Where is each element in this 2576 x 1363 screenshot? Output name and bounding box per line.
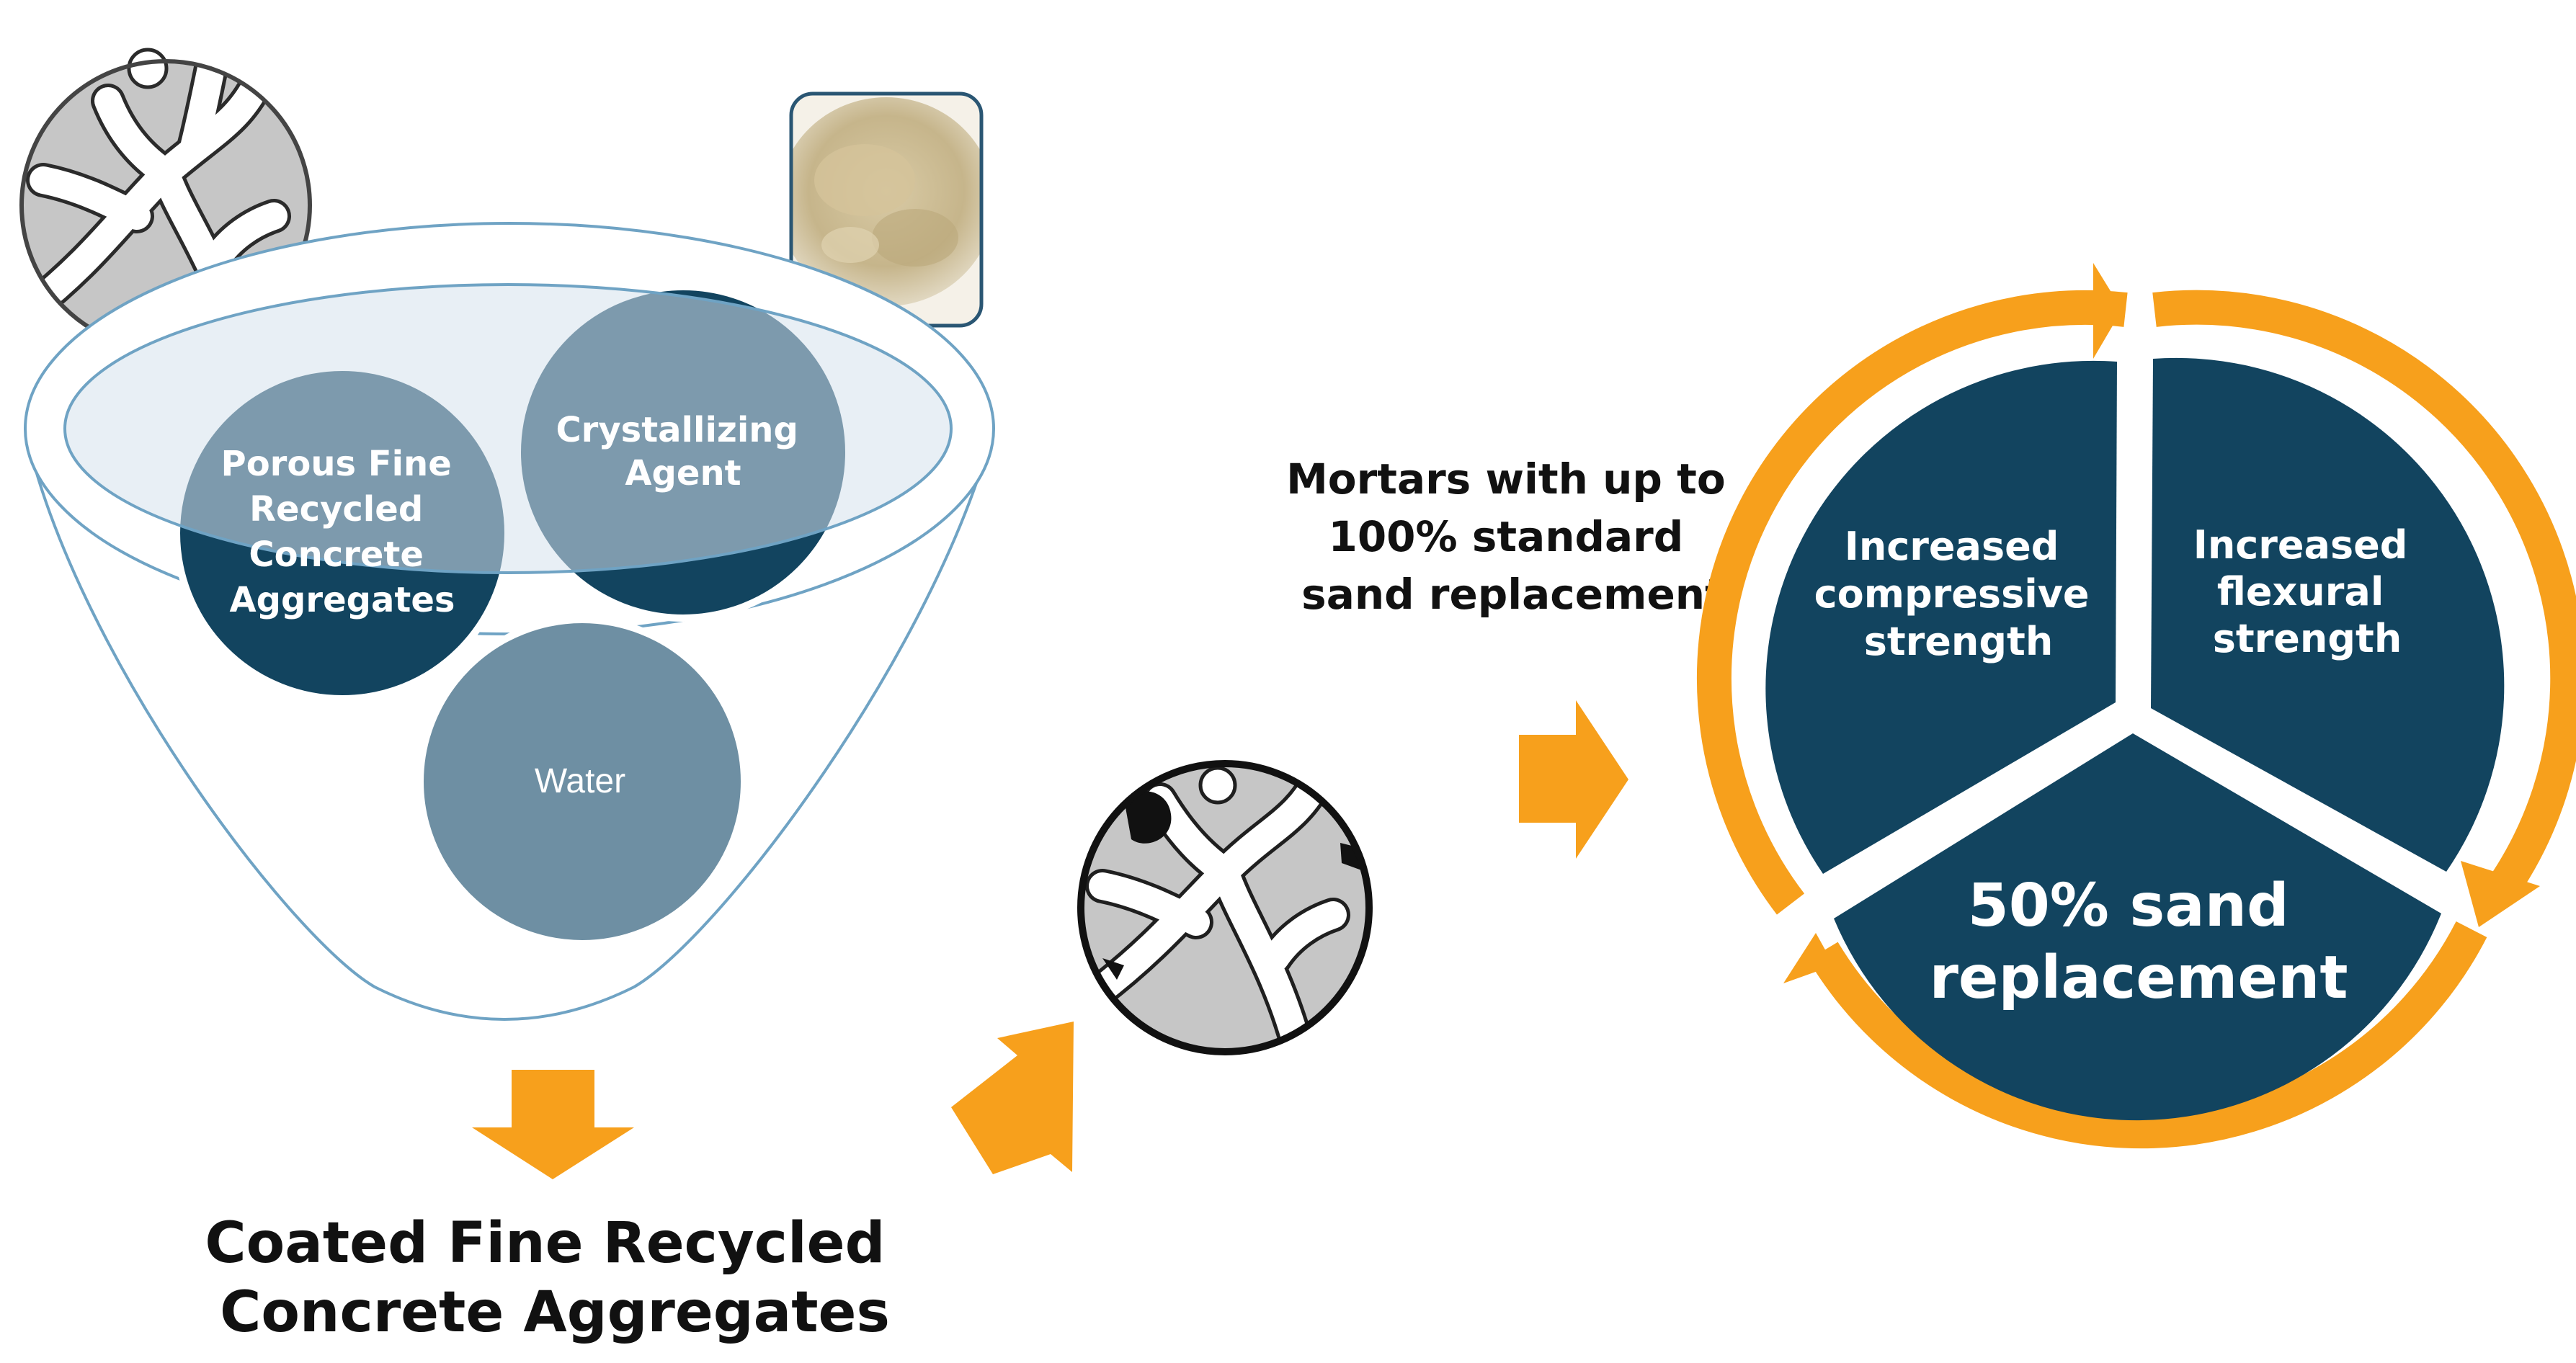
segment-flexural	[2151, 357, 2505, 872]
water-circle	[416, 616, 748, 947]
cycle-arc-right	[2152, 290, 2576, 896]
rca-label-line-1: Porous Fine	[221, 444, 452, 484]
compressive-label-line-2: compressive	[1814, 571, 2090, 617]
crystallizing-agent-powder-image	[789, 91, 984, 328]
coated-label-line-1: Coated Fine Recycled	[205, 1211, 885, 1276]
rca-circle-label: Porous Fine Recycled Concrete Aggregates	[221, 444, 464, 620]
sand-segment-label: 50% sand replacement	[1929, 872, 2348, 1012]
diagonal-arrow	[951, 1022, 1074, 1174]
compressive-segment-label: Increased compressive strength	[1814, 524, 2103, 664]
mortar-label-line-2: 100% standard	[1328, 512, 1683, 561]
agent-circle-label: Crystallizing Agent	[556, 410, 810, 493]
cycle-arrowhead-left	[1783, 933, 1834, 983]
mortar-label-line-1: Mortars with up to	[1286, 455, 1726, 504]
cycle-arrowhead-right	[2461, 861, 2540, 927]
rca-label-line-2: Recycled	[249, 489, 423, 529]
right-arrow	[1519, 700, 1628, 859]
water-label-line-1: Water	[535, 762, 625, 800]
coated-aggregates-label: Coated Fine Recycled Concrete Aggregates	[205, 1211, 904, 1345]
down-arrow	[472, 1070, 634, 1179]
sand-label-line-2: replacement	[1929, 944, 2348, 1012]
flexural-label-line-3: strength	[2213, 616, 2402, 661]
coated-aggregate-texture-image	[1077, 760, 1373, 1055]
mortar-label-line-3: sand replacement	[1301, 570, 1725, 619]
flexural-segment-label: Increased flexural strength	[2193, 522, 2421, 661]
rca-label-line-3: Concrete	[249, 535, 424, 575]
sand-label-line-1: 50% sand	[1968, 872, 2289, 940]
coated-label-line-2: Concrete Aggregates	[220, 1280, 890, 1345]
cycle-arrowhead-top	[2093, 263, 2122, 359]
compressive-label-line-3: strength	[1864, 619, 2054, 664]
agent-label-line-1: Crystallizing	[556, 410, 798, 450]
strength-cycle-diagram	[1696, 263, 2576, 1149]
porous-aggregate-texture-image	[19, 48, 312, 352]
segment-sand	[1834, 733, 2441, 1121]
mortar-replacement-label: Mortars with up to 100% standard sand re…	[1286, 455, 1740, 619]
cycle-arc-left	[1696, 290, 2128, 915]
agent-label-line-2: Agent	[625, 453, 741, 493]
compressive-label-line-1: Increased	[1845, 524, 2059, 569]
rca-label-line-4: Aggregates	[230, 580, 455, 620]
water-circle-label: Water	[535, 762, 625, 800]
cycle-arc-bottom	[1808, 921, 2487, 1149]
flexural-label-line-2: flexural	[2217, 569, 2384, 615]
flexural-label-line-1: Increased	[2193, 522, 2408, 568]
segment-compressive	[1765, 360, 2117, 874]
funnel-inner-band	[63, 283, 953, 574]
